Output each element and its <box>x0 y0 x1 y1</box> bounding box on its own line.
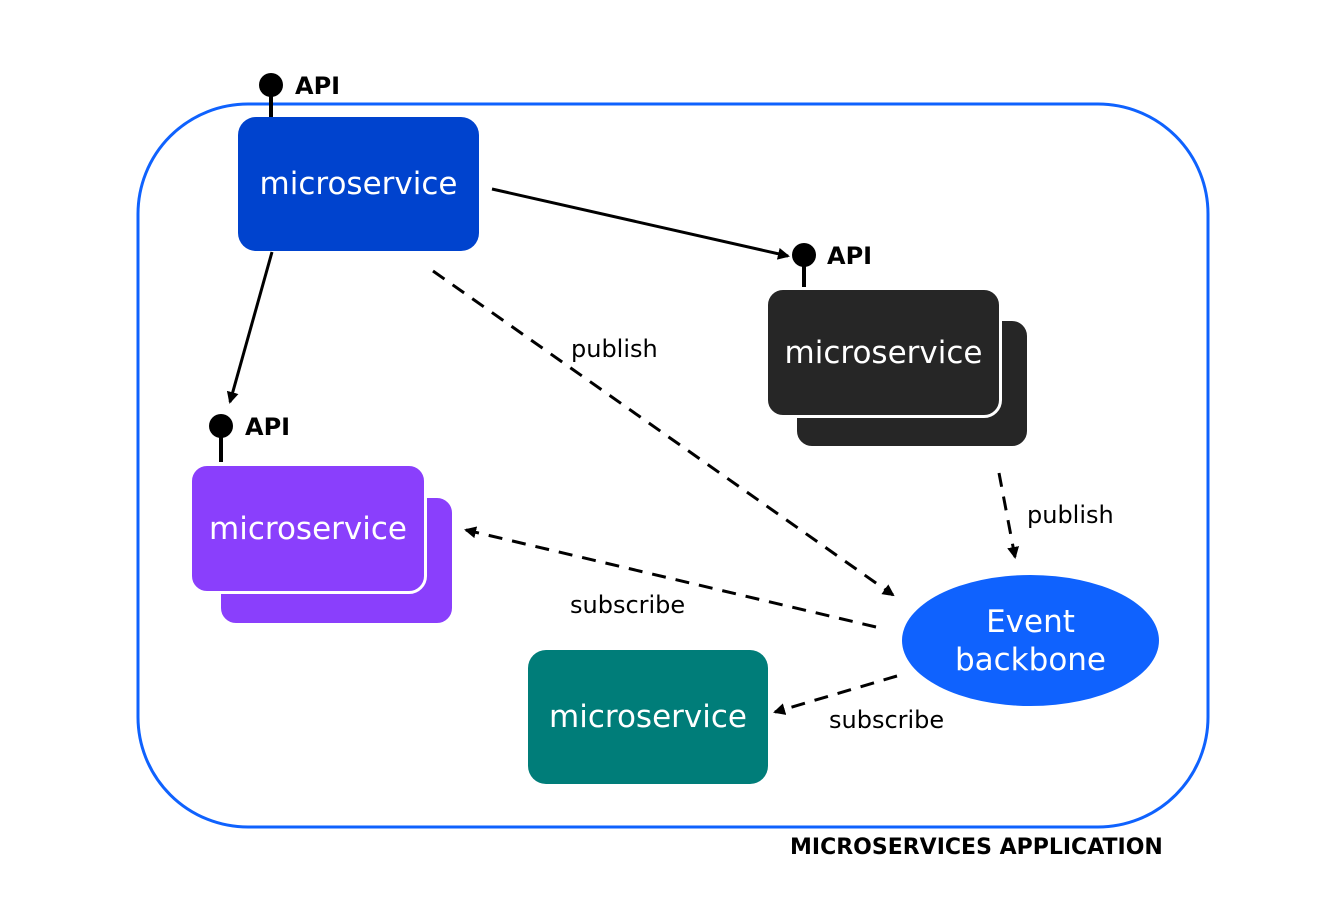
api-label-blue: API <box>295 72 341 100</box>
api-connector-purple <box>209 414 233 462</box>
subscribe-label-purple: subscribe <box>570 591 686 619</box>
api-call-arrow-to-purple <box>226 251 274 404</box>
event-backbone-line1: Event <box>986 603 1075 640</box>
event-backbone: Event backbone <box>902 575 1159 706</box>
publish-label-dark: publish <box>1027 501 1114 529</box>
microservice-dark: microservice <box>765 287 1002 418</box>
api-connector-blue <box>259 73 283 120</box>
subscribe-arrow-teal <box>773 674 898 715</box>
application-boundary <box>136 102 1210 829</box>
microservice-purple: microservice <box>189 463 427 594</box>
application-caption: MICROSERVICES APPLICATION <box>790 835 1163 860</box>
api-call-arrow-to-dark <box>491 187 790 260</box>
event-backbone-line2: backbone <box>954 641 1107 678</box>
microservice-teal: microservice <box>528 650 768 784</box>
api-connector-dark <box>792 243 816 292</box>
publish-label-blue: publish <box>571 335 658 363</box>
publish-arrow-dark <box>997 472 1020 559</box>
subscribe-label-teal: subscribe <box>829 706 945 734</box>
api-label-dark: API <box>827 242 873 270</box>
api-label-purple: API <box>245 413 291 441</box>
publish-arrow-blue <box>432 269 895 597</box>
microservice-blue: microservice <box>238 117 479 251</box>
